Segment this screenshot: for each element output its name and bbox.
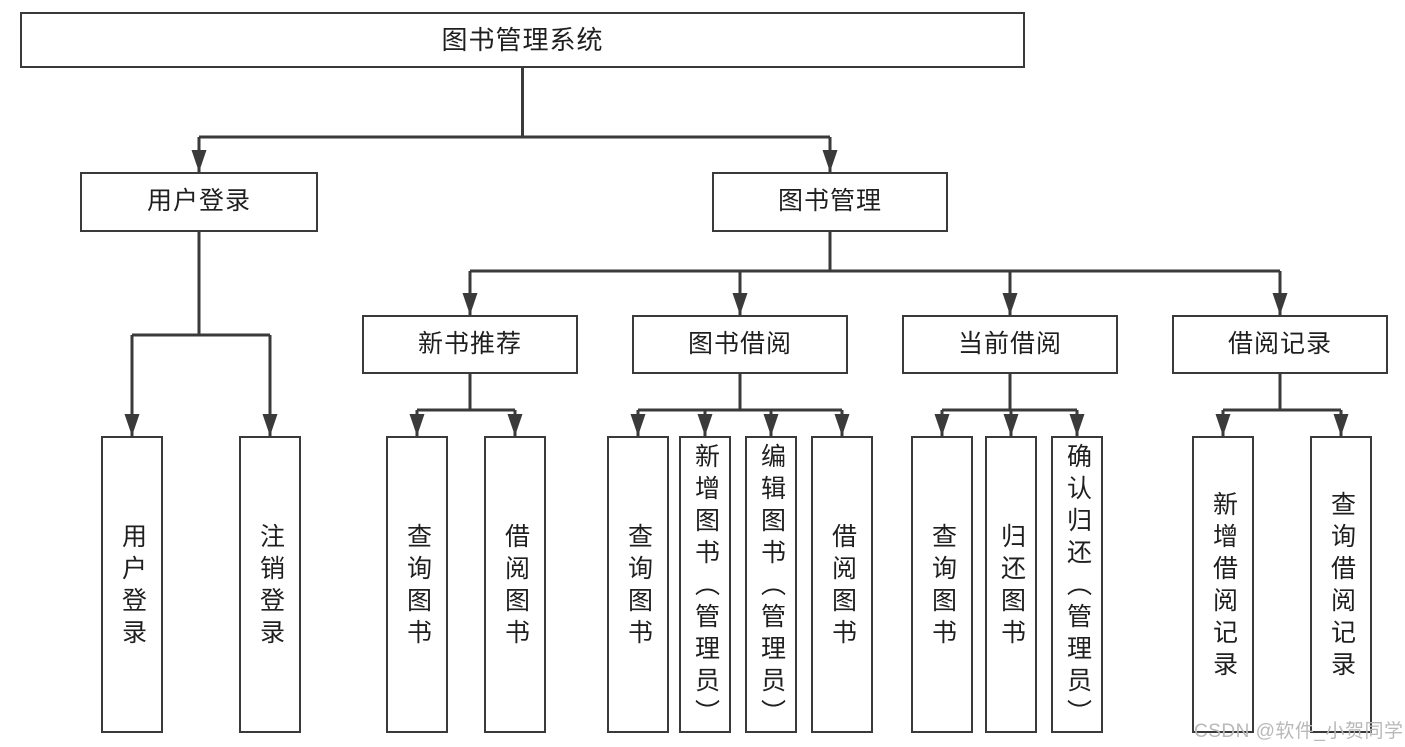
node-root: 图书管理系统 xyxy=(20,12,1025,68)
node-leaf-add-borrow-record: 新增借阅记录 xyxy=(1192,436,1254,733)
node-leaf-query-borrow-record: 查询借阅记录 xyxy=(1310,436,1372,733)
node-leaf-query-book-2: 查询图书 xyxy=(607,436,669,733)
node-label: 图书借阅 xyxy=(687,329,792,358)
node-leaf-query-book-3: 查询图书 xyxy=(911,436,973,733)
node-book-manage: 图书管理 xyxy=(712,172,948,232)
node-leaf-user-login: 用户登录 xyxy=(101,436,163,733)
node-label: 用户登录 xyxy=(118,522,147,651)
node-leaf-logout-login: 注销登录 xyxy=(239,436,301,733)
node-leaf-query-book-1: 查询图书 xyxy=(386,436,448,733)
node-label: 查询图书 xyxy=(403,522,432,651)
node-leaf-return-book: 归还图书 xyxy=(985,436,1037,733)
node-label: 用户登录 xyxy=(146,187,251,216)
node-label: 图书管理系统 xyxy=(441,24,604,55)
node-label: 借阅记录 xyxy=(1227,329,1332,358)
node-label: 新增借阅记录 xyxy=(1209,490,1238,683)
node-book-borrow: 图书借阅 xyxy=(632,315,848,374)
node-label: 确认归还（管理员） xyxy=(1063,442,1092,731)
node-leaf-add-book-admin: 新增图书（管理员） xyxy=(679,436,731,733)
node-leaf-edit-book-admin: 编辑图书（管理员） xyxy=(745,436,797,733)
node-leaf-borrow-book-1: 借阅图书 xyxy=(484,436,546,733)
node-label: 新增图书（管理员） xyxy=(691,442,720,731)
node-leaf-borrow-book-2: 借阅图书 xyxy=(811,436,873,733)
node-label: 编辑图书（管理员） xyxy=(757,442,786,731)
node-label: 图书管理 xyxy=(777,187,882,216)
node-label: 查询图书 xyxy=(624,522,653,651)
node-label: 新书推荐 xyxy=(417,329,522,358)
node-label: 借阅图书 xyxy=(501,522,530,651)
node-label: 归还图书 xyxy=(997,522,1026,651)
node-borrow-record: 借阅记录 xyxy=(1172,315,1388,374)
node-label: 查询借阅记录 xyxy=(1327,490,1356,683)
node-user-login: 用户登录 xyxy=(80,172,318,232)
node-new-book-recommend: 新书推荐 xyxy=(362,315,578,374)
node-current-borrow: 当前借阅 xyxy=(902,315,1118,374)
node-leaf-confirm-return-admin: 确认归还（管理员） xyxy=(1051,436,1103,733)
node-label: 注销登录 xyxy=(256,522,285,651)
node-label: 当前借阅 xyxy=(957,329,1062,358)
node-label: 借阅图书 xyxy=(828,522,857,651)
node-label: 查询图书 xyxy=(928,522,957,651)
watermark-text: CSDN @软件_小贺同学 xyxy=(1194,721,1404,742)
